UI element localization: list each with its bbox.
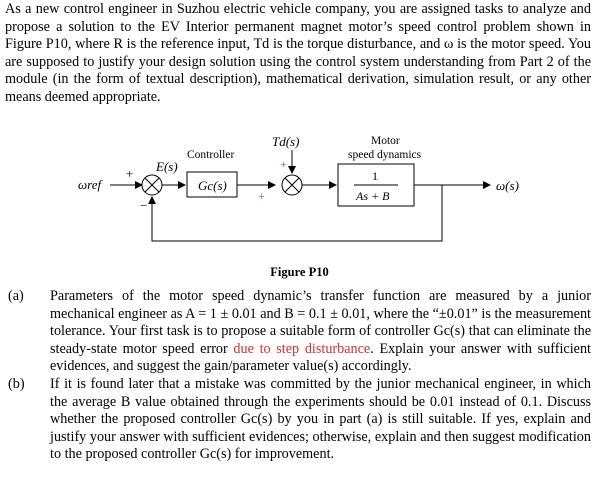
block-diagram: ωref + − E(s) Controller Gc(s) + Td(s) +… (78, 134, 519, 242)
plant-title-line2: speed dynamics (348, 149, 422, 161)
sum2-plus-forward: + (258, 189, 265, 203)
controller-block (186, 171, 238, 198)
figure-caption: Figure P10 (270, 265, 329, 279)
plant-denominator: As + B (355, 189, 390, 203)
input-label: ωref (78, 177, 104, 192)
error-label: E(s) (155, 159, 178, 174)
part-a-label: (a) (8, 288, 24, 304)
plant-title-line1: Motor (371, 135, 400, 147)
disturbance-label: Td(s) (272, 134, 299, 149)
part-b-text: If it is found later that a mistake was … (50, 375, 591, 463)
intro-paragraph: As a new control engineer in Suzhou elec… (5, 1, 591, 105)
part-a: (a) Parameters of the motor speed dynami… (5, 288, 591, 376)
part-a-text: Parameters of the motor speed dynamic’s … (50, 288, 591, 376)
part-a-text-after: . Explain your answer with sufficient ev… (50, 340, 591, 375)
sum2-plus-disturbance: + (280, 157, 287, 171)
controller-tf: Gc(s) (198, 178, 227, 193)
output-label: ω(s) (496, 178, 519, 193)
question-parts: (a) Parameters of the motor speed dynami… (5, 288, 591, 464)
part-b-label: (b) (8, 375, 25, 392)
feedback-path (148, 185, 443, 242)
sum1-plus: + (126, 166, 133, 181)
plant-numerator: 1 (372, 169, 378, 183)
part-a-highlight: due to step disturbance (233, 340, 371, 357)
summing-junction-1 (141, 174, 163, 196)
part-a-text-before: Parameters of the motor speed dynamic’s … (50, 288, 591, 357)
sum1-minus: − (140, 198, 147, 213)
summing-junction-2 (281, 174, 303, 196)
part-b: (b) If it is found later that a mistake … (5, 376, 591, 464)
controller-title: Controller (187, 149, 234, 161)
